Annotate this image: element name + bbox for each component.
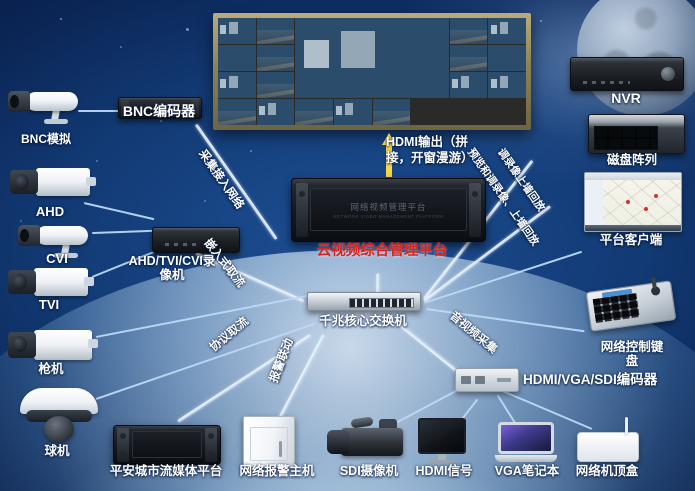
wall-cell [256, 72, 295, 98]
wall-cell [449, 18, 488, 44]
nvr-icon [570, 57, 684, 91]
platform-client-label: 平台客户端 [599, 233, 663, 247]
disk-array-label: 磁盘阵列 [606, 153, 658, 167]
bnc-camera-icon [8, 88, 84, 126]
bnc-encoder-label: BNC编码器 [122, 103, 196, 119]
dvr-label: AHD/TVI/CVI录 像机 [128, 254, 216, 282]
wall-cell [449, 45, 488, 71]
wall-cell [488, 45, 526, 71]
star-decoration [60, 18, 62, 20]
video-wall-grid [218, 18, 526, 125]
wall-cell [218, 45, 256, 71]
dvr-icon [152, 227, 240, 253]
gun-camera-label: 枪机 [38, 362, 64, 376]
star-decoration [20, 220, 22, 222]
wall-cell [256, 99, 295, 125]
dome-camera-label: 球机 [44, 444, 70, 458]
platform-chassis-en-text: NETWORK VIDEO MANAGEMENT PLATFORM [333, 213, 444, 219]
platform-chassis-cn-text: 网络视频管理平台 [350, 201, 427, 212]
streaming-platform-icon [113, 425, 221, 465]
wall-cell [488, 18, 526, 44]
hdmi-output-link-label: HDMI输出（拼 接，开窗漫游） [386, 135, 474, 165]
tvi-camera-label: TVI [38, 297, 60, 312]
vga-laptop-icon [495, 422, 557, 466]
cloud-platform-icon: 网络视频管理平台 NETWORK VIDEO MANAGEMENT PLATFO… [291, 178, 486, 242]
network-keyboard-icon [585, 280, 677, 332]
cvi-camera-icon [18, 222, 94, 258]
gun-camera-icon [8, 330, 100, 362]
sdi-camera-icon [327, 416, 411, 464]
star-decoration [204, 200, 206, 202]
wall-cell [488, 72, 526, 98]
star-decoration [120, 46, 122, 48]
video-wall [213, 13, 531, 130]
link-cvi-dvr [91, 229, 156, 234]
ahd-camera-icon [10, 168, 98, 198]
link-gun-switch [95, 293, 315, 338]
alarm-host-icon [243, 416, 295, 468]
wall-cell [449, 72, 488, 98]
star-decoration [540, 20, 542, 22]
av-encoder-label: HDMI/VGA/SDI编码器 [523, 372, 658, 387]
hdmi-source-icon [418, 418, 466, 466]
ahd-camera-label: AHD [35, 204, 65, 219]
av-encoder-icon [455, 368, 519, 392]
streaming-platform-label: 平安城市流媒体平台 [109, 464, 223, 478]
wall-cell [256, 18, 295, 44]
hdmi-output-arrow-icon [382, 133, 396, 177]
bnc-encoder-icon [118, 97, 202, 119]
dome-camera-icon [20, 388, 98, 442]
link-encoder-switch [194, 123, 278, 241]
wall-cell [218, 99, 256, 125]
link-bnc-camera-encoder [78, 110, 120, 112]
cloud-platform-label: 云视频综合管理平台 [316, 243, 448, 259]
set-top-box-label: 网络机顶盒 [575, 464, 639, 478]
star-decoration [186, 28, 189, 31]
vga-laptop-label: VGA笔记本 [494, 464, 560, 478]
tvi-camera-icon [8, 268, 96, 298]
wall-cell [372, 99, 411, 125]
star-decoration [250, 150, 252, 152]
network-keyboard-label: 网络控制键盘 [600, 340, 664, 368]
sdi-camera-label: SDI摄像机 [339, 464, 399, 478]
cvi-camera-label: CVI [46, 251, 68, 266]
nvr-label: NVR [611, 90, 641, 106]
link-ahd-dvr [83, 202, 155, 221]
alarm-host-label: 网络报警主机 [239, 464, 315, 478]
hdmi-source-label: HDMI信号 [415, 464, 473, 478]
wall-cell [218, 72, 256, 98]
platform-client-icon [584, 172, 682, 232]
set-top-box-icon [577, 417, 639, 462]
star-decoration [160, 120, 162, 122]
core-switch-label: 千兆核心交换机 [319, 314, 407, 328]
wall-cell-main [295, 18, 449, 98]
wall-cell [295, 99, 333, 125]
wall-cell [256, 45, 295, 71]
core-switch-icon [307, 292, 421, 311]
star-decoration [96, 160, 98, 162]
wall-cell [218, 18, 256, 44]
wall-cell [333, 99, 372, 125]
bnc-camera-label: BNC模拟 [21, 132, 71, 146]
protocol-stream-link-label: 协议取流 [208, 315, 251, 355]
disk-array-icon [588, 114, 685, 154]
